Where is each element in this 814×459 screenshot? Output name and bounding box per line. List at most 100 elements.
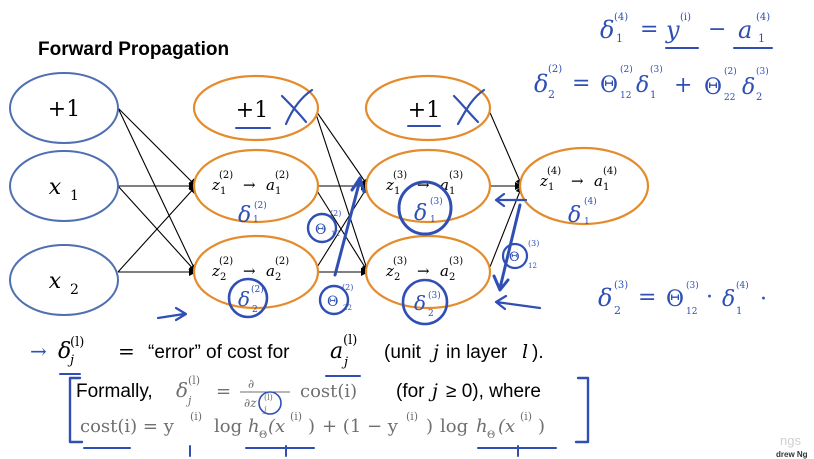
definition-equals: = bbox=[118, 339, 135, 363]
cost-x2-close: ) bbox=[538, 416, 545, 437]
back-arrow-out-to-l3 bbox=[492, 203, 522, 292]
layer2-unit2-arrow: → bbox=[243, 262, 256, 280]
formula2-delta-sub: 2 bbox=[548, 88, 555, 101]
delta-layer2-unit2-sub: 2 bbox=[252, 305, 258, 315]
delta-layer3-unit2-sub: 2 bbox=[428, 309, 434, 319]
back-arrow-out-to-h31 bbox=[494, 192, 528, 208]
formula3-dot: · bbox=[706, 285, 713, 310]
strike-mark-layer2-bias bbox=[280, 88, 314, 126]
layer2-unit2-z-sup: (2) bbox=[219, 256, 233, 267]
layer2-unit1-z-sub: 1 bbox=[220, 186, 226, 197]
layer3-unit1-a-sup: (3) bbox=[449, 170, 463, 181]
layer2-unit1-arrow: → bbox=[243, 176, 256, 194]
layer3-unit1-a-sub: 1 bbox=[449, 186, 455, 197]
circle-partial-z bbox=[258, 391, 282, 415]
output-z-sub: 1 bbox=[548, 182, 554, 193]
definition-arrow: → bbox=[30, 339, 47, 363]
edge-bias2-h31 bbox=[313, 107, 369, 187]
formula2-plus: + bbox=[674, 73, 692, 98]
circle-theta-layer3-12 bbox=[501, 242, 529, 270]
cost-x1-close: ) bbox=[308, 416, 315, 437]
layer2-unit2-a-sub: 2 bbox=[275, 272, 281, 283]
hidden-layer-2: +1 z (2) 1 → a (2) 1 z (2) 2 → a (2) 2 bbox=[192, 74, 320, 310]
formula1-a-sup: (4) bbox=[756, 12, 770, 23]
definition-a-sup: (l) bbox=[343, 333, 357, 348]
watermark-ngs: ngs bbox=[780, 433, 801, 448]
handwritten-annotations: δ (2) 1 δ (2) 2 δ (3) 1 δ (3) 2 δ (4) 1 … bbox=[156, 88, 597, 326]
layer2-unit2-z: z bbox=[211, 262, 220, 280]
formula2-delta1-sub: 1 bbox=[650, 90, 656, 101]
back-arrow-l3-to-l2 bbox=[333, 176, 366, 277]
left-bracket bbox=[68, 376, 84, 444]
formula2-theta1-sup: (2) bbox=[620, 64, 633, 75]
layer3-unit2-a-sup: (3) bbox=[449, 256, 463, 267]
formula2-theta1: Θ bbox=[600, 73, 618, 98]
definition-close: ). bbox=[532, 342, 544, 363]
definition-l: l bbox=[522, 341, 528, 363]
delta-layer2-unit1: δ bbox=[238, 203, 251, 228]
output-layer: z (4) 1 → a (4) 1 bbox=[518, 146, 650, 226]
definition-delta: δ bbox=[58, 339, 71, 364]
formally-label: Formally, bbox=[76, 381, 153, 402]
layer2-unit1-node bbox=[192, 148, 320, 224]
input-x1-sub: 1 bbox=[70, 188, 79, 204]
definition-quoted: “error” of cost for bbox=[148, 342, 290, 363]
definition-in-layer: in layer bbox=[446, 342, 508, 363]
theta-layer2-22-sup: (2) bbox=[342, 283, 353, 292]
formula2-delta: δ bbox=[534, 70, 548, 98]
delta-output: δ bbox=[568, 203, 581, 228]
input-bias-label: +1 bbox=[48, 97, 80, 122]
delta-layer3-unit2: δ bbox=[414, 291, 426, 315]
cost-h1-sub: Θ bbox=[259, 430, 267, 441]
theta-layer2-12-sub: 12 bbox=[331, 230, 340, 238]
cost-h2: h bbox=[476, 416, 488, 437]
edge-x2-h21 bbox=[117, 185, 197, 273]
delta-output-sub: 1 bbox=[584, 217, 590, 227]
definition-underlines bbox=[59, 373, 361, 377]
formula3-delta-sub: 2 bbox=[614, 304, 621, 317]
formula3-delta1-sub: 1 bbox=[736, 306, 742, 317]
input-x2-label: x bbox=[49, 269, 62, 294]
definition-a-sub: j bbox=[341, 355, 348, 370]
layer2-unit1-z: z bbox=[211, 176, 220, 194]
right-bracket bbox=[574, 376, 590, 444]
cost-tick-marks bbox=[189, 445, 519, 457]
input-x2-sub: 2 bbox=[70, 282, 79, 298]
delta-layer2-unit2: δ bbox=[238, 287, 250, 311]
cost-h1: h bbox=[248, 416, 260, 437]
definition-j: j bbox=[429, 341, 439, 363]
layer3-unit2-a-sub: 2 bbox=[449, 272, 455, 283]
watermark-credit: drew Ng bbox=[776, 450, 808, 459]
edge-h22-h31 bbox=[313, 185, 369, 273]
formula1-y-sup: (i) bbox=[680, 12, 691, 23]
layer3-unit2-arrow: → bbox=[417, 262, 430, 280]
theta-layer2-22: Θ bbox=[327, 294, 338, 310]
layer3-unit1-arrow: → bbox=[417, 176, 430, 194]
circle-delta-layer3-unit1 bbox=[397, 180, 453, 236]
network-connections bbox=[117, 107, 524, 276]
definition-delta-sub: j bbox=[67, 353, 74, 368]
formally-partial-den: ∂z bbox=[244, 396, 257, 410]
layer2-unit2-node bbox=[192, 234, 320, 310]
edge-bias-h22 bbox=[117, 107, 197, 273]
cost-x2-sup: (i) bbox=[520, 410, 532, 423]
theta-layer3-12: Θ bbox=[509, 250, 520, 265]
formally-j: j bbox=[428, 380, 438, 402]
cost-log2: log bbox=[440, 416, 468, 437]
layer2-unit2-a-sup: (2) bbox=[275, 256, 289, 267]
cost-x2: (x bbox=[498, 416, 515, 437]
forward-arrow-into-l2 bbox=[156, 306, 188, 322]
cost-x1: (x bbox=[268, 416, 285, 437]
layer2-bias-label: +1 bbox=[236, 98, 268, 123]
formally-delta-sup: (l) bbox=[188, 374, 200, 387]
formally-delta-sub: j bbox=[185, 394, 192, 407]
edge-bias2-h32 bbox=[313, 107, 370, 273]
formula2-theta1-sub: 12 bbox=[620, 91, 631, 101]
layer3-unit1-z: z bbox=[385, 176, 394, 194]
formally-cost: cost(i) bbox=[300, 381, 357, 402]
layer3-unit1-node bbox=[364, 148, 492, 224]
layer2-unit1-a-sup: (2) bbox=[275, 170, 289, 181]
circle-theta-layer2-22 bbox=[318, 284, 350, 316]
layer2-unit1-z-sup: (2) bbox=[219, 170, 233, 181]
output-a-sup: (4) bbox=[603, 166, 617, 177]
